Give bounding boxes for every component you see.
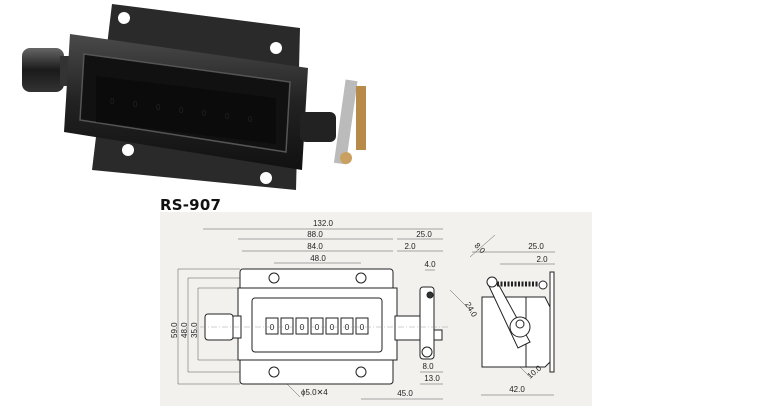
drawing-counter-digits: 0 0 0 0 0 0 0 [265,317,369,335]
counter-digit: 0 [110,97,115,106]
counter-digit: 0 [225,112,230,121]
technical-drawing: 0 0 0 0 0 0 0 132.0 88.0 84.0 48.0 25.0 2.0 4.… [160,212,592,406]
drawing-digit: 0 [300,323,305,332]
digit-cell [325,317,339,335]
digit-cell [265,317,279,335]
digit-cell [280,317,294,335]
counter-digit: 0 [156,103,161,112]
digit-window [96,76,276,145]
dim-body-length: 88.0 [307,230,323,239]
digit-cell [295,317,309,335]
counter-digit: 0 [202,109,207,118]
drawing-digit: 0 [360,323,365,332]
dim-inner-length: 84.0 [307,242,323,251]
counter-digit: 0 [179,106,184,115]
drawing-digit: 0 [315,323,320,332]
counter-digit: 0 [248,115,253,124]
side-dim-plate-thickness: 2.0 [536,255,548,264]
dim-lever-offset: 2.0 [404,242,416,251]
digit-cell [310,317,324,335]
dim-height-overall: 59.0 [170,322,179,338]
counter-digit: 0 [133,100,138,109]
reset-lever [300,79,366,165]
hole-spec: ϕ5.0✕4 [301,388,328,397]
drawing-digit: 0 [330,323,335,332]
side-dim-lever-width: 25.0 [528,242,544,251]
drawing-digit: 0 [345,323,350,332]
dim-lever-width: 25.0 [416,230,432,239]
dimension-lines [177,228,555,400]
counter-digits: 0 0 0 0 0 0 0 [110,97,253,124]
digit-cell [355,317,369,335]
dim-lever-thickness: 4.0 [424,260,436,269]
dim-hole-spacing: 48.0 [310,254,326,263]
drawing-digit: 0 [270,323,275,332]
knob [22,48,74,92]
dim-overall-length: 132.0 [313,219,334,228]
model-name: RS-907 [160,196,222,214]
drawing-digit: 0 [285,323,290,332]
digit-cell [340,317,354,335]
side-view [481,271,555,373]
dim-lever-hole: 8.0 [422,362,434,371]
dim-hole-to-lever: 45.0 [397,389,413,398]
product-photo: 0 0 0 0 0 0 0 [22,4,366,190]
side-dim-depth: 42.0 [509,385,525,394]
dim-height-body: 35.0 [190,322,199,338]
housing: 0 0 0 0 0 0 0 [64,34,308,170]
dim-height-holes: 48.0 [180,322,189,338]
dim-lever-end: 13.0 [424,374,440,383]
